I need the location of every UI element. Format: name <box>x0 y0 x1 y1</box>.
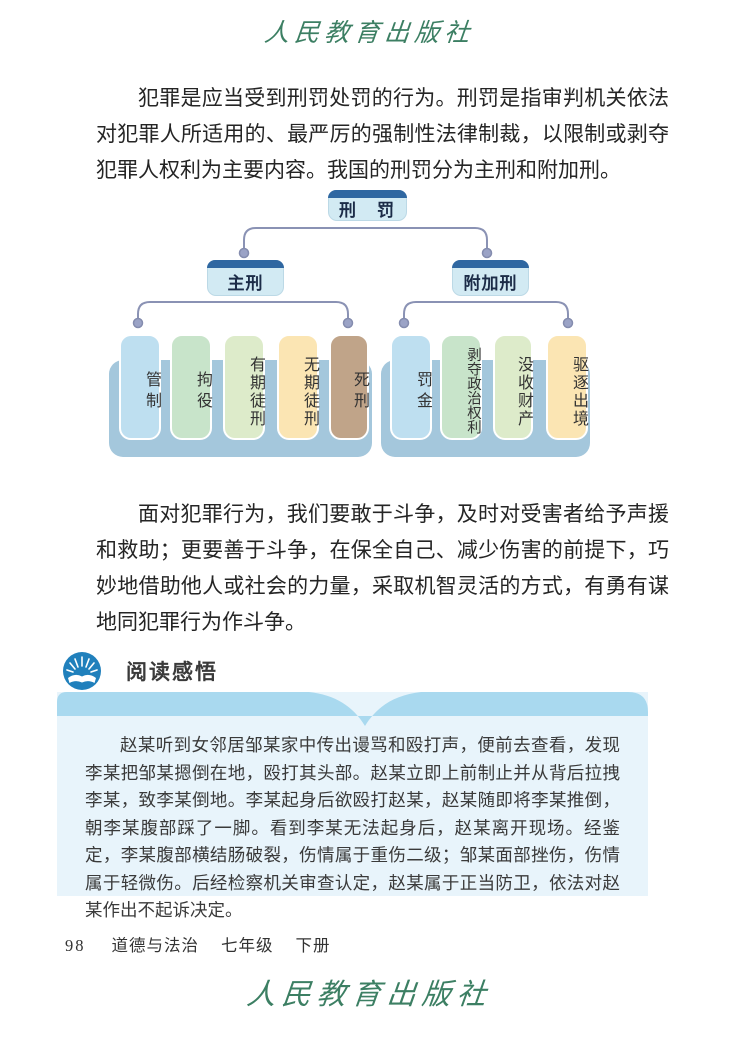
leaf-guanzhi: 管制 <box>119 334 161 440</box>
punishment-diagram: 刑 罚 主刑 附加刑 管制 拘役 有期徒刑 无期徒刑 死刑 罚金 剥夺政治权利 … <box>0 190 739 462</box>
leaf-quzhuchujing: 驱逐出境 <box>546 334 588 440</box>
publisher-logo-bottom: 人民教育出版社 <box>245 977 494 1011</box>
page-footer: 98 道德与法治 七年级 下册 <box>65 932 739 956</box>
diagram-node-penalty: 刑 罚 <box>328 190 407 221</box>
footer-volume: 下册 <box>295 936 331 955</box>
reading-box: 赵某听到女邻居邹某家中传出谩骂和殴打声，便前去查看，发现李某把邹某摁倒在地，殴打… <box>57 692 648 920</box>
diagram-node-supplementary: 附加刑 <box>452 260 529 296</box>
reading-story-text: 赵某听到女邻居邹某家中传出谩骂和殴打声，便前去查看，发现李某把邹某摁倒在地，殴打… <box>85 735 620 920</box>
footer-page-number: 98 <box>65 936 86 955</box>
diagram-connectors <box>132 227 574 329</box>
diagram-node-principal: 主刑 <box>207 260 284 296</box>
leaf-sixing: 死刑 <box>329 334 369 440</box>
leaf-juyi: 拘役 <box>170 334 212 440</box>
book-sunrise-icon <box>63 652 101 690</box>
leaf-moshoucaichan: 没收财产 <box>493 334 533 440</box>
publisher-logo-top: 人民教育出版社 <box>263 18 477 47</box>
footer-book-title: 道德与法治 <box>111 936 199 955</box>
reading-section-title: 阅读感悟 <box>126 661 218 684</box>
intro-paragraph: 犯罪是应当受到刑罚处罚的行为。刑罚是指审判机关依法对犯罪人所适用的、最严厉的强制… <box>96 86 669 182</box>
reading-box-top-bar <box>57 692 648 726</box>
middle-paragraph: 面对犯罪行为，我们要敢于斗争，及时对受害者给予声援和救助；更要善于斗争，在保全自… <box>96 502 669 634</box>
leaf-wuqituxing: 无期徒刑 <box>277 334 319 440</box>
reading-section-header: 阅读感悟 <box>62 650 739 692</box>
leaf-youqituxing: 有期徒刑 <box>223 334 265 440</box>
leaf-boduozhengzhiquanli: 剥夺政治权利 <box>440 334 482 440</box>
footer-grade: 七年级 <box>221 936 274 955</box>
leaf-fajin: 罚金 <box>390 334 432 440</box>
